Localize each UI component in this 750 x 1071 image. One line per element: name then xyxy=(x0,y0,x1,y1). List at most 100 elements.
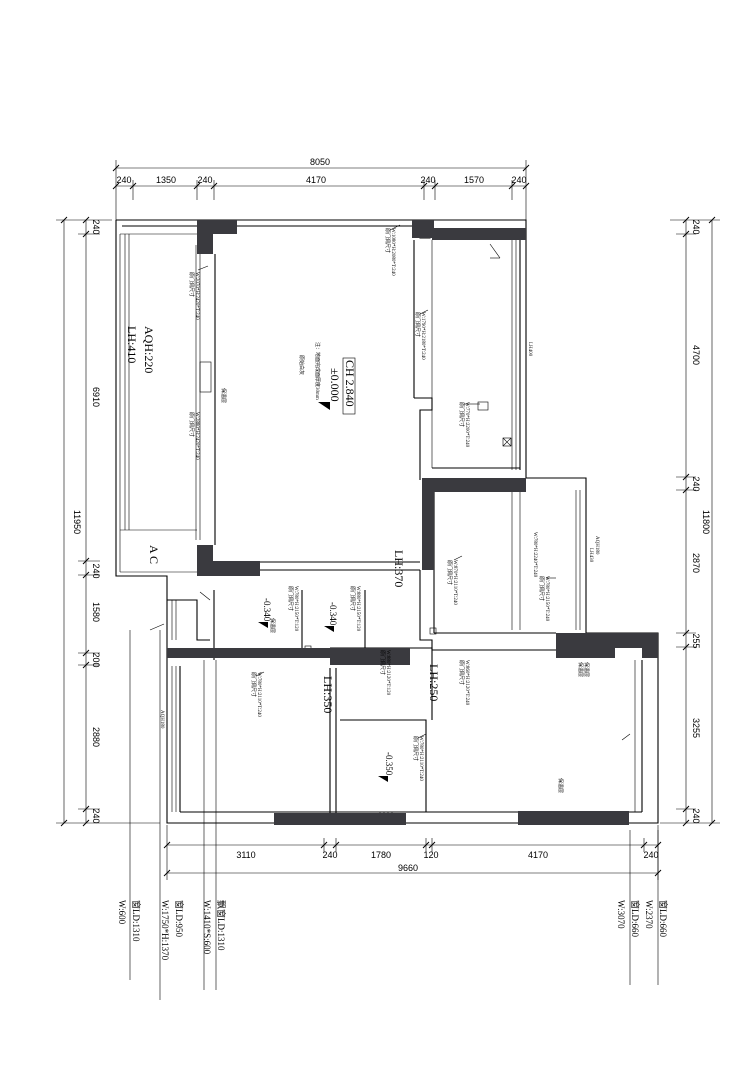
door-callout-4: W:2070*H:2420*T:240 xyxy=(194,272,199,320)
aqh220-label: AQH:220 xyxy=(142,326,156,373)
window-spec-left-2: W:1410*S:600 xyxy=(202,900,212,955)
left-total-dimension: 11950 xyxy=(72,510,82,534)
bottom-segment-1: 3110 xyxy=(236,850,255,860)
window-spec-list-left: 飘窗LD:1310 W:1410*S:600 窗LD:950 W:1750*H:… xyxy=(117,630,227,1000)
window-spec-left-6: W:600 xyxy=(117,900,127,925)
bottom-dimension-chain: 9660 3110 240 1780 120 4170 240 xyxy=(163,825,662,880)
right-segment-1: 240 xyxy=(691,219,701,234)
door-hole-note-11: 原门洞尺寸 xyxy=(458,660,465,685)
level-a-label: -0.340 xyxy=(262,598,272,622)
door-callout-10: W:880*H:2120*T:120 xyxy=(385,650,390,696)
level-a-marker-icon xyxy=(258,622,268,628)
ceiling-height-label: CH 2.840 xyxy=(343,360,357,407)
ceiling-height-box: CH 2.840 xyxy=(342,357,357,415)
door-hole-note-2: 原门洞尺寸 xyxy=(414,312,421,337)
bottom-segment-3: 1780 xyxy=(371,850,391,860)
top-segment-3: 240 xyxy=(197,175,212,185)
right-segment-5: 255 xyxy=(691,633,701,648)
lh350-label: LH:350 xyxy=(321,676,335,713)
door-callout-12: W:780*H:2110*T:240 xyxy=(256,672,261,717)
door-hole-note-13: 原门洞尺寸 xyxy=(412,736,419,761)
window-spec-right-2: W:2370 xyxy=(644,900,654,929)
structural-walls xyxy=(167,220,658,825)
right-segment-4: 2870 xyxy=(691,553,701,573)
door-hole-note-7: 原门洞尺寸 xyxy=(538,576,545,601)
lh410-label: LH:410 xyxy=(125,326,139,363)
lh370-label: LH:370 xyxy=(392,550,406,587)
top-segment-5: 240 xyxy=(420,175,435,185)
insulation-label-2: 保温层 xyxy=(269,618,276,633)
right-total-dimension: 11800 xyxy=(701,510,711,534)
insulation-label-5: 保温层 xyxy=(557,778,564,793)
right-segment-6: 3255 xyxy=(691,718,701,738)
window-spec-left-4: W:1750*H:1370 xyxy=(160,900,170,961)
left-segment-4: 1580 xyxy=(91,602,101,622)
door-callout-1: W:1080*H:2080*T:240 xyxy=(390,228,395,276)
top-segment-7: 240 xyxy=(511,175,526,185)
insulation-label-3: 保温层 xyxy=(583,662,590,677)
floor-note-1: 注：地面完成面厚度30mm xyxy=(314,342,321,400)
right-segment-2: 4700 xyxy=(691,345,701,365)
ac-label: A C xyxy=(147,545,161,564)
door-hole-note-10: 原门洞尺寸 xyxy=(379,650,386,675)
bottom-segment-6: 240 xyxy=(643,850,658,860)
door-hole-note-3: 原门洞尺寸 xyxy=(458,402,465,427)
insulation-label-1: 保温层 xyxy=(220,388,227,403)
door-callout-7: W:780*H:2150*T:240 xyxy=(544,576,549,622)
left-dimension-chain: 11950 240 6910 240 1580 200 2880 240 xyxy=(56,216,160,827)
insulation-label-4: 保温层 xyxy=(577,662,584,677)
level-zero-label: ±0.000 xyxy=(328,368,342,402)
bottom-segment-5: 4170 xyxy=(528,850,548,860)
lh430-label: LH430 xyxy=(588,548,593,563)
door-callout-9: W:780*H:2150*T:120 xyxy=(293,586,298,632)
left-segment-1: 240 xyxy=(91,219,101,234)
door-hole-note-5: 原门洞尺寸 xyxy=(188,412,195,437)
door-hole-note-9: 原门洞尺寸 xyxy=(287,586,294,611)
lh250-label: LH:250 xyxy=(427,664,441,701)
door-callouts: W:1080*H:2080*T:240 原门洞尺寸 W:1790*H:2180*… xyxy=(188,228,549,781)
left-segment-5: 200 xyxy=(91,652,101,667)
window-spec-right-4: W:3070 xyxy=(616,900,626,929)
level-marker-icon xyxy=(318,402,330,410)
left-segment-2: 6910 xyxy=(91,387,101,407)
window-spec-right-3: 窗LD:660 xyxy=(630,900,641,937)
window-spec-right-1: 窗LD:660 xyxy=(658,900,669,937)
window-spec-left-5: 窗LD:1310 xyxy=(131,900,142,942)
door-callout-14: W:780*H:2240*T:240 xyxy=(532,532,537,578)
bottom-segment-4: 120 xyxy=(423,850,438,860)
top-segment-4: 4170 xyxy=(306,175,326,185)
aqh180-right-label: AQH180 xyxy=(594,536,599,555)
door-hole-note-6: 原门洞尺寸 xyxy=(446,560,453,585)
window-spec-left-3: 窗LD:950 xyxy=(174,900,185,937)
leader-lines xyxy=(149,224,631,741)
window-spec-left-1: 飘窗LD:1310 xyxy=(216,900,227,951)
top-dimension-chain: 8050 240 1350 240 4170 240 1570 240 xyxy=(112,157,530,220)
bottom-segment-2: 240 xyxy=(322,850,337,860)
level-c-marker-icon xyxy=(378,776,388,782)
left-segment-7: 240 xyxy=(91,808,101,823)
right-segment-3: 240 xyxy=(691,476,701,491)
door-callout-3: W:770*H:2200*T:240 xyxy=(464,402,469,448)
top-segment-1: 240 xyxy=(116,175,131,185)
door-callout-8: W:880*H:2150*T:120 xyxy=(355,586,360,632)
door-callout-5: W:2880*H:2420*T:240 xyxy=(194,412,199,460)
door-hole-note-8: 原门洞尺寸 xyxy=(349,586,356,611)
window-spec-list-right: 窗LD:660 W:2370 窗LD:660 W:3070 xyxy=(616,830,669,985)
door-hole-note-12: 原门洞尺寸 xyxy=(250,672,257,697)
floor-note-2: 原始白灰 xyxy=(298,355,305,375)
door-hole-note-4: 原门洞尺寸 xyxy=(188,272,195,297)
door-callout-6: W:870*H:2110*T:240 xyxy=(452,560,457,605)
aqh180-left-label: AQH180 xyxy=(159,710,164,729)
bottom-total-dimension: 9660 xyxy=(398,863,418,873)
lh400-label: LH400 xyxy=(527,342,532,357)
left-segment-3: 240 xyxy=(91,563,101,578)
door-callout-13: W:780*H:2110*T:240 xyxy=(418,736,423,781)
right-dimension-chain: 11800 240 4700 240 2870 255 3255 240 xyxy=(660,216,720,827)
top-segment-2: 1350 xyxy=(156,175,176,185)
top-segment-6: 1570 xyxy=(464,175,484,185)
top-total-dimension: 8050 xyxy=(310,157,330,167)
right-segment-7: 240 xyxy=(691,808,701,823)
level-b-marker-icon xyxy=(324,626,334,632)
level-b-label: -0.340 xyxy=(328,602,338,626)
